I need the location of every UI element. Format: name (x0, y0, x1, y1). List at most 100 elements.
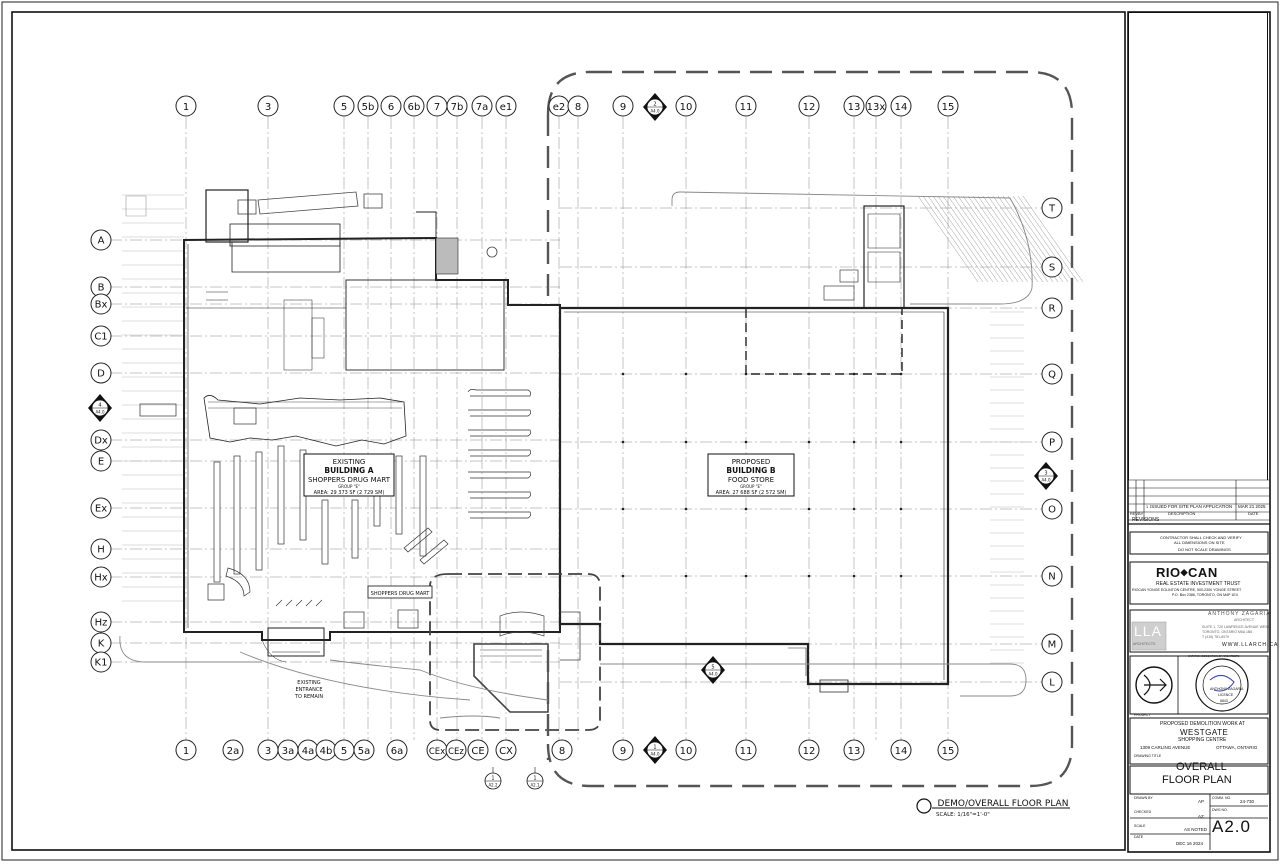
building-a-shelving-right (207, 388, 532, 629)
drawn-by-label: DRAWN BY (1134, 796, 1153, 800)
grid-bubble-left (90, 429, 112, 451)
grid-label-right: P (1049, 438, 1055, 449)
drawing-title-scale: SCALE: 1/16"=1'-0" (936, 812, 990, 818)
grid-bubble-bottom (612, 739, 634, 761)
grid-bubble-top (403, 95, 425, 117)
grid-bubble-top (380, 95, 402, 117)
rev-row-date: MAR 21 2025 (1238, 504, 1266, 509)
grid-label-top: 6 (388, 102, 394, 113)
grid-label-top: 9 (620, 102, 626, 113)
grid-bubble-top (567, 95, 589, 117)
grid-label-right: S (1049, 263, 1055, 274)
grid-label-right: N (1048, 572, 1055, 583)
checked-value: AZ (1198, 814, 1204, 819)
project-line-1: PROPOSED DEMOLITION WORK AT (1160, 721, 1245, 727)
grid-bubble-top (333, 95, 355, 117)
grid-label-bottom: 2a (227, 746, 240, 757)
grid-bubble-top (937, 95, 959, 117)
scope-boundary (546, 70, 1074, 788)
detail-mark-2-num: 1 (533, 776, 536, 782)
client-address-2: P.O. Box 2386, TORONTO, ON M4P 1E4 (1172, 593, 1238, 597)
grid-bubble-bottom (445, 739, 467, 761)
grid-label-right: M (1048, 640, 1057, 651)
architect-address-2: TORONTO, ONTARIO M6A 1B6 (1202, 630, 1253, 634)
project-address: 1309 CARLING AVENUE (1140, 745, 1191, 750)
grid-bubble-left (90, 362, 112, 384)
contractor-note-3: DO NOT SCALE DRAWINGS (1178, 547, 1231, 552)
grid-label-bottom: 1 (183, 746, 189, 757)
grid-label-top: 5b (362, 102, 375, 113)
grid-bubble-bottom (551, 739, 573, 761)
section-mark-top-sheet: A4.0 (650, 109, 660, 114)
grid-label-bottom: 3a (282, 746, 295, 757)
checked-label: CHECKED (1134, 810, 1152, 814)
detail-mark-1-sheet: A2.2 (488, 783, 498, 788)
grid-bubble-bottom (467, 739, 489, 761)
grid-bubble-top (495, 95, 517, 117)
grid-bubble-bottom (937, 739, 959, 761)
grid-bubble-left (90, 325, 112, 347)
drawn-by-value: AP (1198, 799, 1205, 804)
building-b-columns (621, 372, 903, 578)
grid-bubble-bottom (175, 739, 197, 761)
building-a-label-box (303, 453, 395, 497)
section-mark-bottom-sheet: A4.0 (650, 752, 660, 757)
grid-bubble-bottom (353, 739, 375, 761)
store-sign-text: SHOPPERS DRUG MART (371, 591, 431, 597)
grid-label-top: 15 (942, 102, 955, 113)
grid-label-top: 7a (476, 102, 489, 113)
grid-label-bottom: 13 (848, 746, 861, 757)
rev-col-rev: REV (1130, 511, 1139, 516)
grid-bubble-top (843, 95, 865, 117)
architect-phone: T (416) 781-6979 (1202, 635, 1229, 639)
grid-label-top: 6b (408, 102, 421, 113)
grid-label-top: e1 (500, 102, 513, 113)
dwg-no-value: A2.0 (1212, 817, 1251, 836)
grid-label-bottom: 14 (895, 746, 908, 757)
grid-label-bottom: 6a (391, 746, 404, 757)
shelf-rack (277, 445, 285, 545)
grid-label-bottom: 15 (942, 746, 955, 757)
section-mark-right-num: 3 (1044, 471, 1047, 477)
grid-bubble-left (90, 497, 112, 519)
grid-bubble-left (90, 566, 112, 588)
riocan-logo: RIO◆CAN (1156, 566, 1218, 579)
scale-value: AS NOTED (1184, 827, 1208, 832)
grid-bubble-left (90, 651, 112, 673)
shelf-rack (351, 499, 359, 559)
grid-label-bottom: 9 (620, 746, 626, 757)
grid-label-left: Hz (95, 618, 108, 629)
grid-label-left: D (97, 369, 105, 380)
grid-bubble-top (357, 95, 379, 117)
client-address-1: RIOCAN YONGE EGLINTON CENTRE, 500-2300 Y… (1132, 588, 1242, 592)
grid-bubble-left (90, 450, 112, 472)
building-b-line-2: BUILDING B (726, 466, 775, 475)
grid-bubble-right (1041, 256, 1063, 278)
section-mark-left-num: 4 (98, 403, 101, 409)
building-b-line-3: FOOD STORE (728, 476, 774, 484)
section-mark-top-num: 2 (653, 102, 656, 108)
seal-name: ANTHONY ZAGARIA (1210, 687, 1244, 691)
seal-org: ONTARIO ASSOCIATION OF ARCHITECTS (1188, 655, 1240, 658)
grid-label-bottom: CEx (429, 747, 445, 757)
drawing-title-text: DEMO/OVERALL FLOOR PLAN (938, 799, 1069, 809)
detail-mark-2-sheet: A2.1 (530, 783, 540, 788)
revisions-label: REVISIONS (1132, 517, 1160, 523)
grid-label-bottom: CEz (448, 747, 464, 757)
grid-label-right: Q (1048, 370, 1056, 381)
entrance-note-line: ENTRANCE (295, 687, 322, 693)
drawing-title-line-2: FLOOR PLAN (1162, 774, 1232, 786)
seal-number: 6843 (1220, 699, 1228, 703)
project-line-2: WESTGATE (1180, 728, 1229, 737)
grid-bubble-right (1041, 297, 1063, 319)
detail-mark-1-num: 1 (491, 776, 494, 782)
grid-bubble-top (798, 95, 820, 117)
seal-licence: LICENCE (1218, 693, 1234, 697)
grid-bubble-right (1041, 498, 1063, 520)
grid-label-top: 12 (803, 102, 816, 113)
date-label: DATE (1134, 835, 1144, 839)
section-mark-mid-sheet: A4.0 (708, 672, 718, 677)
grid-bubble-right (1041, 565, 1063, 587)
